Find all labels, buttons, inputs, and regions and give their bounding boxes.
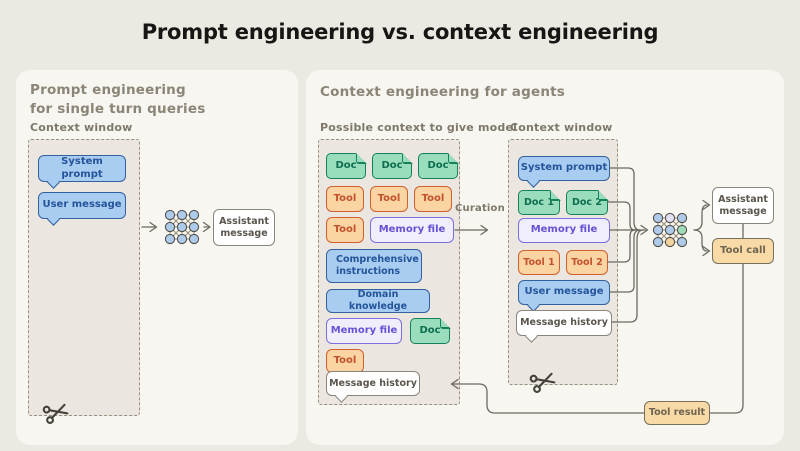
pool-comprehensive-instructions-node: Comprehensive instructions	[326, 249, 422, 283]
window-system-prompt-node: System prompt	[518, 156, 610, 181]
pool-tool-node: Tool	[326, 186, 364, 212]
right-assistant-message-node: Assistant message	[712, 187, 774, 224]
possible-context-label: Possible context to give model	[320, 121, 518, 134]
window-tool1-node: Tool 1	[518, 250, 560, 275]
pool-memory-file-node: Memory file	[370, 217, 454, 243]
left-heading-line1: Prompt engineering	[30, 82, 186, 98]
pool-memory-file-node: Memory file	[326, 318, 402, 344]
model-icon	[164, 209, 200, 245]
scissors-icon	[42, 403, 69, 424]
window-tool2-node: Tool 2	[566, 250, 608, 275]
pool-domain-knowledge-node: Domain knowledge	[326, 289, 430, 313]
left-heading-line2: for single turn queries	[30, 100, 206, 117]
tool-call-node: Tool call	[712, 238, 774, 264]
left-assistant-message-node: Assistant message	[213, 209, 275, 246]
pool-message-history-node: Message history	[326, 371, 420, 396]
window-memory-file-node: Memory file	[518, 218, 610, 243]
right-panel-heading: Context engineering for agents	[320, 84, 566, 100]
model-icon	[652, 212, 688, 248]
window-user-message-node: User message	[518, 280, 610, 305]
page-title: Prompt engineering vs. context engineeri…	[141, 20, 659, 44]
window-doc2-node: Doc 2	[566, 189, 609, 215]
pool-tool-node: Tool	[326, 349, 364, 373]
window-message-history-node: Message history	[516, 310, 612, 336]
left-context-window-box	[28, 139, 140, 416]
system-prompt-node: System prompt	[38, 155, 126, 182]
pool-doc-node: Doc	[410, 317, 451, 344]
pool-tool-node: Tool	[326, 217, 364, 243]
left-context-window-label: Context window	[30, 121, 133, 134]
pool-tool-node: Tool	[414, 186, 452, 212]
window-doc1-node: Doc 1	[518, 189, 561, 215]
pool-doc-node: Doc	[326, 152, 367, 179]
right-context-window-label: Context window	[510, 121, 613, 134]
left-panel-heading: Prompt engineering for single turn queri…	[30, 81, 205, 119]
curation-label: Curation	[455, 203, 505, 214]
pool-doc-node: Doc	[418, 152, 459, 179]
user-message-node: User message	[38, 192, 126, 219]
pool-doc-node: Doc	[372, 152, 413, 179]
pool-tool-node: Tool	[370, 186, 408, 212]
tool-result-node: Tool result	[644, 401, 710, 425]
